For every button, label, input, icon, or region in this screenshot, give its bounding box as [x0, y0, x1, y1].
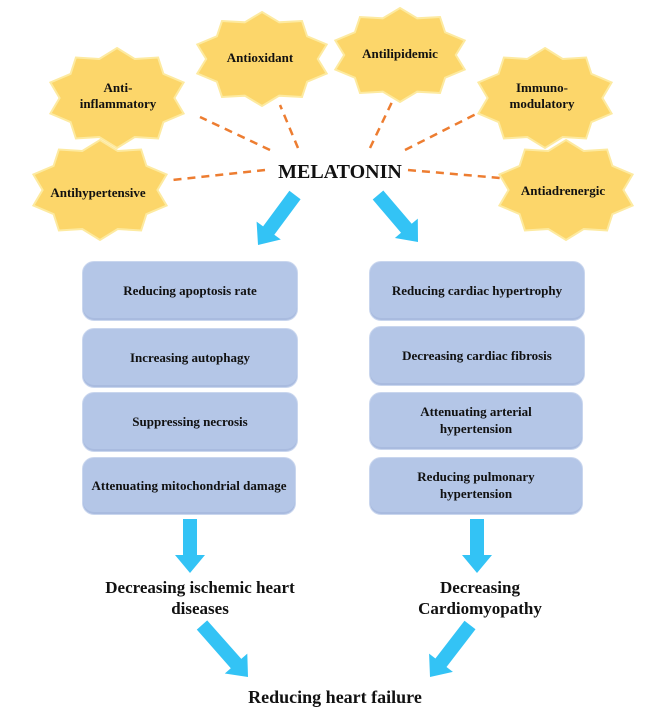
effect-box-suppressing-necrosis: Suppressing necrosis [82, 392, 298, 452]
effect-text: Reducing cardiac hypertrophy [391, 282, 563, 298]
melatonin-title: MELATONIN [278, 161, 402, 183]
arrow-down-left-icon [429, 620, 476, 677]
property-label-antihypertensive: Antihypertensive [50, 185, 146, 200]
star-shape-antihypertensive [31, 138, 169, 242]
property-label-anti-inflammatory: Anti- inflammatory [79, 80, 157, 112]
connector-line-antilipidemic [368, 101, 394, 149]
final-outcome-heart-failure: Reducing heart failure [248, 687, 422, 707]
star-shape-antioxidant [195, 10, 329, 108]
arrow-down-right-icon [372, 190, 418, 242]
connector-line-immunomodulatory [404, 110, 481, 152]
effect-text: Increasing autophagy [129, 349, 251, 365]
effect-box-attenuating-mitochondrial-damage: Attenuating mitochondrial damage [82, 457, 296, 515]
arrow-down-icon [462, 519, 492, 573]
effect-text: Reducing pulmonary hypertension [417, 469, 535, 501]
connector-line-antioxidant [278, 104, 300, 149]
effect-text: Suppressing necrosis [132, 413, 248, 429]
connector-line-anti-inflammatory [199, 115, 271, 152]
outcome-ischemic-heart-diseases: Decreasing ischemic heart diseases [105, 578, 295, 619]
effect-box-reducing-pulmonary-hypertension: Reducing pulmonary hypertension [369, 457, 583, 515]
connector-line-antiadrenergic [407, 168, 501, 180]
arrow-down-left-icon [256, 190, 301, 245]
effect-box-decreasing-cardiac-fibrosis: Decreasing cardiac fibrosis [369, 326, 585, 386]
connector-line-antihypertensive [171, 168, 266, 182]
property-label-antioxidant: Antioxidant [226, 50, 294, 65]
star-shape-anti-inflammatory [48, 46, 186, 150]
outcome-cardiomyopathy: Decreasing Cardiomyopathy [418, 578, 542, 619]
effect-text: Reducing apoptosis rate [123, 282, 257, 298]
star-shape-antiadrenergic [497, 138, 635, 242]
star-shape-antilipidemic [333, 6, 467, 104]
effect-text: Decreasing cardiac fibrosis [402, 347, 552, 363]
property-label-immunomodulatory: Immuno- modulatory [509, 80, 575, 112]
star-shape-immunomodulatory [476, 46, 614, 150]
arrow-down-icon [175, 519, 205, 573]
property-label-antiadrenergic: Antiadrenergic [520, 183, 606, 198]
effect-text: Attenuating arterial hypertension [420, 404, 532, 436]
effect-box-reducing-cardiac-hypertrophy: Reducing cardiac hypertrophy [369, 261, 585, 321]
property-label-antilipidemic: Antilipidemic [362, 46, 438, 61]
effect-box-increasing-autophagy: Increasing autophagy [82, 328, 298, 388]
effect-box-reducing-apoptosis: Reducing apoptosis rate [82, 261, 298, 321]
effect-text: Attenuating mitochondrial damage [91, 477, 287, 493]
effect-box-attenuating-arterial-hypertension: Attenuating arterial hypertension [369, 392, 583, 450]
arrow-down-right-icon [196, 620, 248, 677]
